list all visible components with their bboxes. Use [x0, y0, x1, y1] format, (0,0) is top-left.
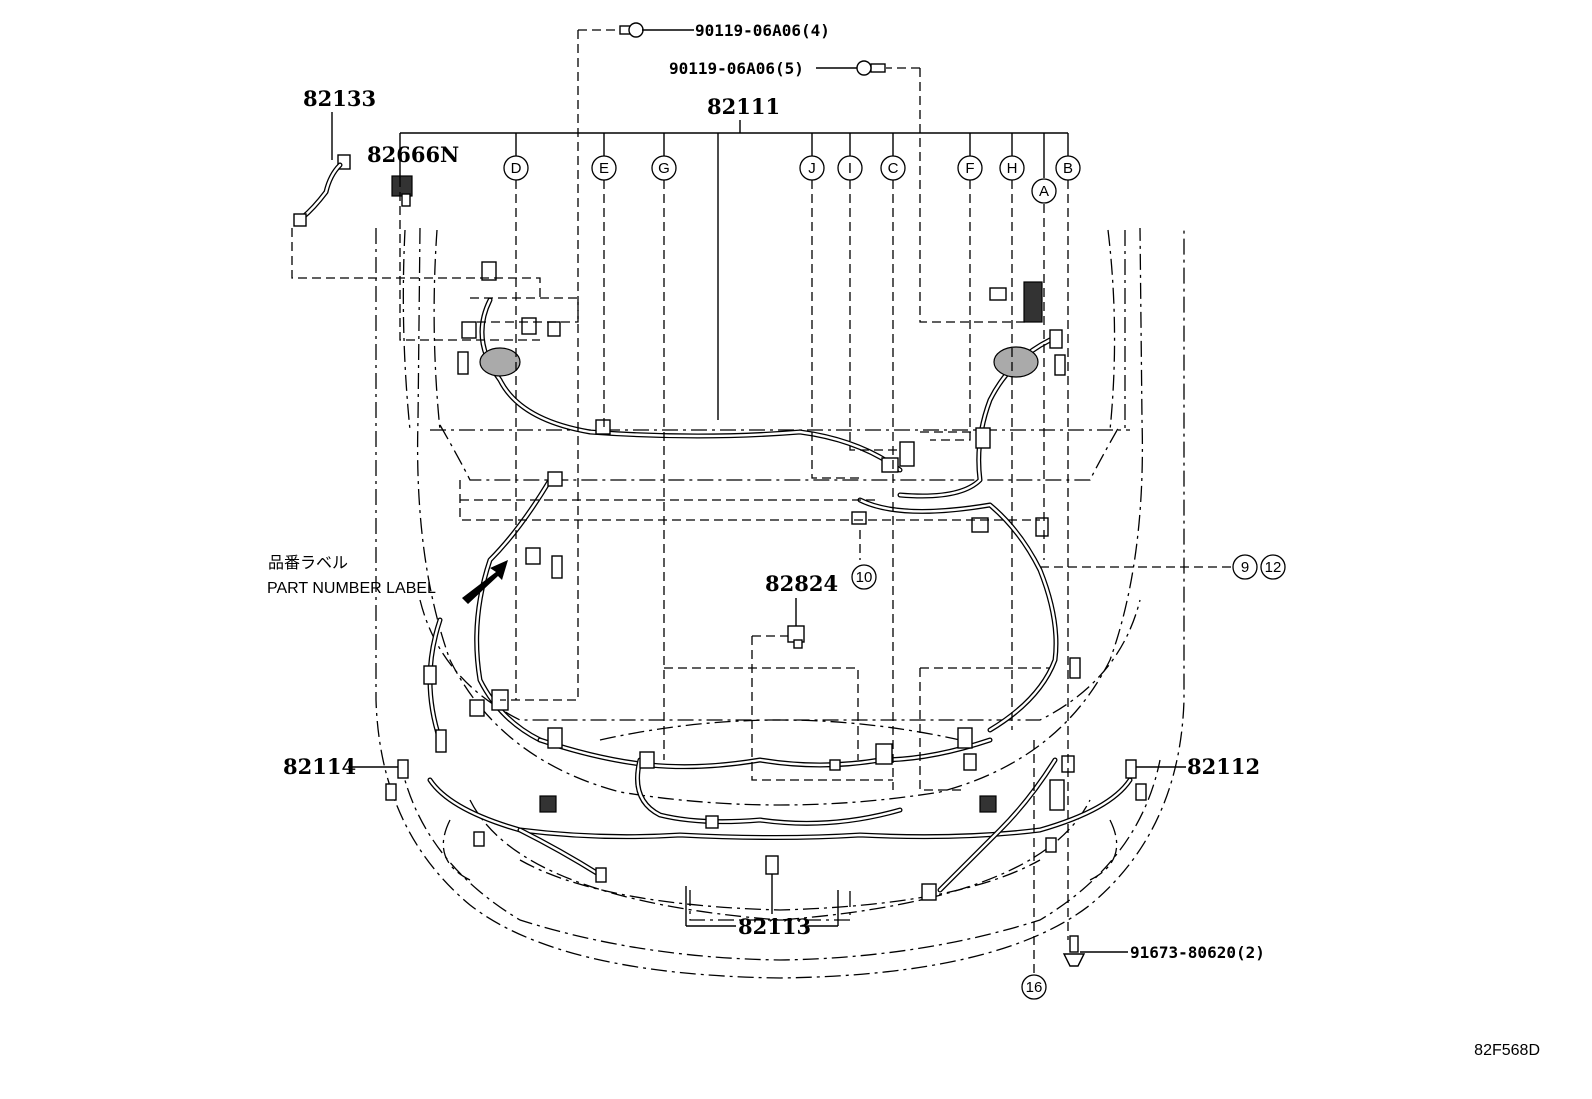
part-82113-label: 82113	[738, 914, 811, 939]
callout-g-text: G	[658, 160, 670, 177]
part-82111-label: 82111	[707, 94, 780, 119]
part-label-japanese: 品番ラベル	[268, 554, 348, 572]
grommet-left	[479, 347, 521, 377]
leader-lines	[331, 29, 1232, 953]
callout-16	[1021, 974, 1047, 1000]
callout-i-text: I	[848, 160, 852, 177]
callout-a	[1031, 178, 1057, 204]
callout-i	[837, 155, 863, 181]
callout-b-text: B	[1063, 160, 1073, 177]
callout-c	[880, 155, 906, 181]
callout-h-text: H	[1007, 160, 1018, 177]
callout-h	[999, 155, 1025, 181]
callout-f	[957, 155, 983, 181]
part-82824-label: 82824	[765, 571, 838, 596]
diagram-reference-code: 82F568D	[1474, 1042, 1540, 1059]
part-number-labels: 82133 82666N 82111 82824 82114 82112 821…	[283, 21, 1265, 962]
part-82112-label: 82112	[1187, 754, 1260, 779]
callout-a-text: A	[1039, 183, 1049, 200]
callout-dashed-leaders	[291, 29, 1069, 974]
callout-e	[591, 155, 617, 181]
bolt-top-left-label: 90119-06A06(4)	[695, 21, 830, 40]
callout-12	[1260, 554, 1286, 580]
part-82133-label: 82133	[303, 86, 376, 111]
callout-b	[1055, 155, 1081, 181]
callout-10-text: 10	[856, 569, 873, 586]
bolt-top-right-label: 90119-06A06(5)	[669, 59, 804, 78]
part-82824-relay	[787, 625, 805, 649]
part-82133-wire	[293, 154, 351, 227]
callout-j	[799, 155, 825, 181]
callout-f-text: F	[965, 160, 974, 177]
callout-12-text: 12	[1265, 559, 1282, 576]
callout-e-text: E	[599, 160, 609, 177]
numbered-callouts: 9 12 10 16	[851, 554, 1286, 1000]
callout-16-text: 16	[1026, 979, 1043, 996]
part-label-arrow	[462, 560, 508, 604]
part-82666n-clip	[391, 175, 413, 207]
callout-c-text: C	[888, 160, 899, 177]
callout-j-text: J	[808, 160, 816, 177]
part-82114-label: 82114	[283, 754, 356, 779]
callout-10	[851, 564, 877, 590]
grommet-right	[993, 346, 1039, 378]
callout-9	[1232, 554, 1258, 580]
vehicle-body-outline	[375, 227, 1185, 979]
bolt-icons	[619, 22, 1086, 967]
letter-callouts: D E G J I C F H A B	[503, 155, 1081, 204]
part-label-english: PART NUMBER LABEL	[267, 580, 436, 597]
callout-d-text: D	[511, 160, 522, 177]
bolt-bottom-label: 91673-80620(2)	[1130, 943, 1265, 962]
callout-d	[503, 155, 529, 181]
callout-9-text: 9	[1241, 559, 1249, 576]
callout-g	[651, 155, 677, 181]
part-82666n-label: 82666N	[367, 142, 459, 167]
